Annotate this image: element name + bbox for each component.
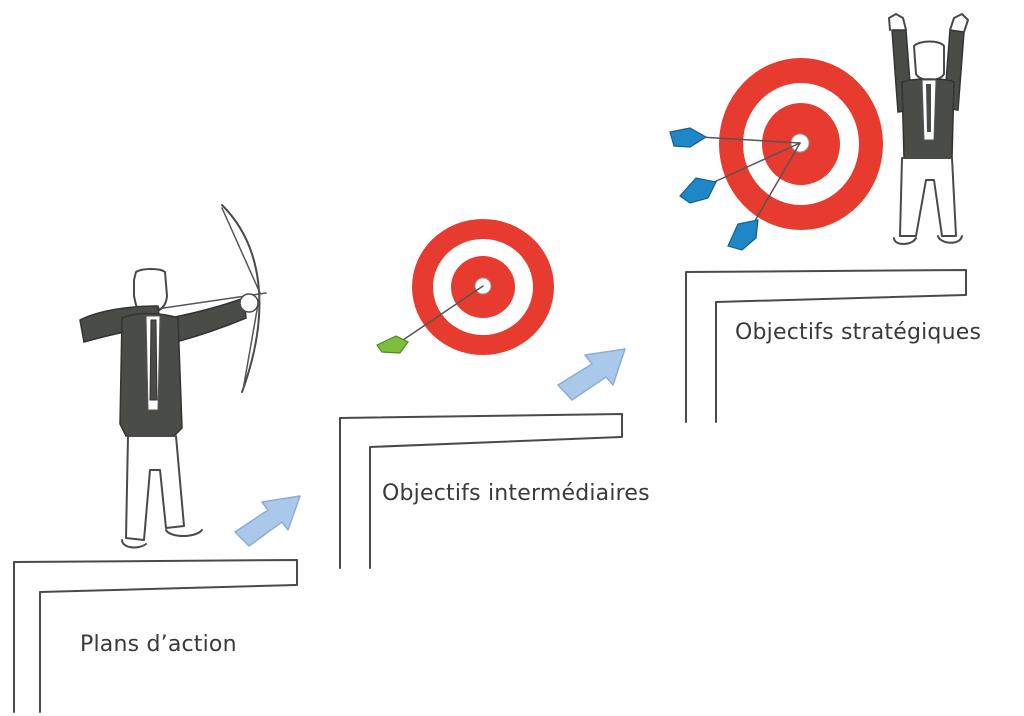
step-1: [13, 559, 298, 713]
celebrating-man-figure: [888, 13, 969, 245]
step-3: [685, 269, 967, 423]
step-2: [339, 413, 623, 569]
bow-icon: [221, 204, 261, 393]
step-label-strategic: Objectifs stratégiques: [735, 320, 982, 345]
target-icon: [669, 58, 883, 251]
target-icon: [376, 219, 554, 355]
step-label-plans: Plans d’action: [80, 632, 237, 657]
step-arrow-icon: [234, 495, 301, 547]
archer-figure: [79, 204, 267, 549]
step-arrow-icon: [557, 348, 626, 401]
step-label-intermediate: Objectifs intermédiaires: [382, 481, 650, 506]
